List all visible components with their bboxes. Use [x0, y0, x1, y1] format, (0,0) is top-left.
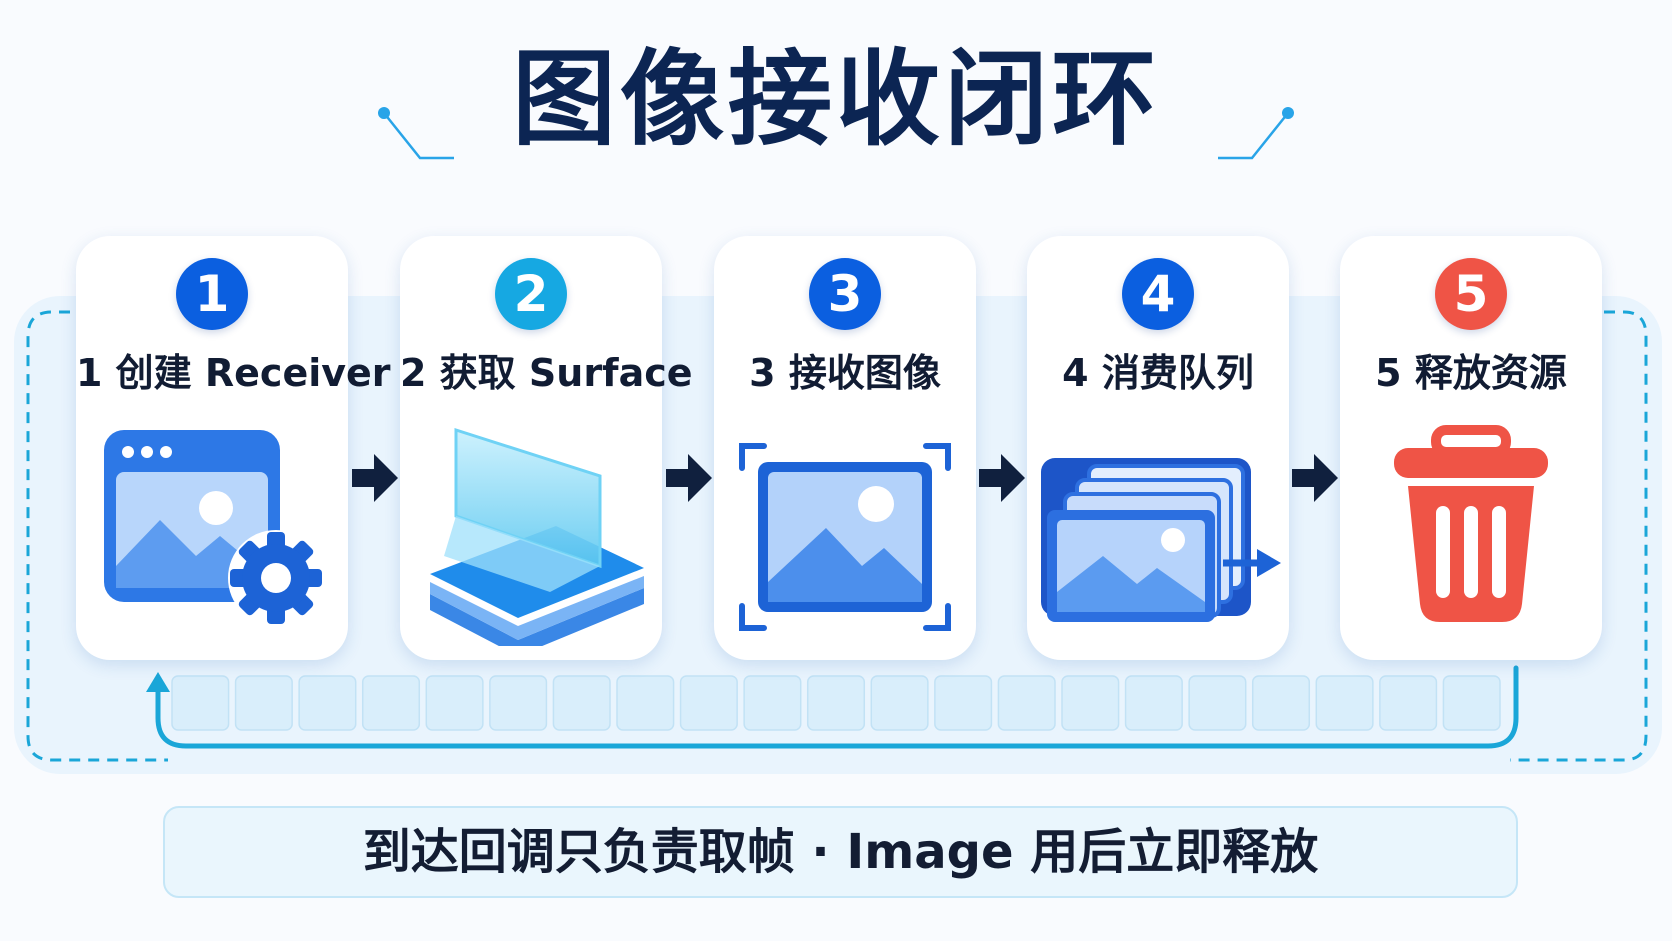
queue-track-cell	[234, 675, 293, 731]
queue-track-cell	[552, 675, 611, 731]
return-loop-arrow	[155, 665, 1519, 749]
summary-note: 到达回调只负责取帧 · Image 用后立即释放	[163, 806, 1518, 898]
image-window-gear-icon	[104, 430, 324, 626]
step-number-badge: 3	[809, 258, 881, 330]
step-card-release-resources: 5 5 释放资源	[1340, 236, 1602, 660]
step-label: 1 创建 Receiver	[76, 351, 391, 395]
queue-track-cell	[1124, 675, 1183, 731]
queue-track-cell	[679, 675, 738, 731]
queue-track-cell	[806, 675, 866, 731]
queue-track-cell	[997, 675, 1056, 731]
flow-arrow-1-2	[352, 454, 398, 502]
glass-surface-icon	[430, 427, 644, 646]
queue-track-cell	[743, 675, 802, 731]
flow-arrow-3-4	[979, 454, 1025, 502]
queue-track-cell	[1061, 675, 1120, 731]
title-right-ornament	[1218, 107, 1590, 160]
queue-track-cell	[934, 675, 993, 731]
flow-arrow-4-5	[1292, 454, 1338, 502]
queue-track-cell	[1442, 675, 1501, 731]
step-number-badge: 1	[176, 258, 248, 330]
step-card-consume-queue: 4 4 消费队列	[1027, 236, 1289, 660]
queue-track-cell	[1379, 675, 1438, 731]
queue-track-cell	[298, 675, 357, 731]
step-number-badge: 5	[1435, 258, 1507, 330]
title-left-ornament	[90, 107, 454, 160]
queue-track-cell	[1188, 675, 1247, 731]
step-label: 5 释放资源	[1375, 351, 1567, 395]
queue-track-cell	[1251, 675, 1311, 731]
flow-arrow-2-3	[666, 454, 712, 502]
page-title: 图像接收闭环	[511, 38, 1160, 160]
return-loop-arrowhead	[146, 672, 170, 692]
queue-track-cell	[361, 675, 421, 731]
trash-icon	[1394, 425, 1548, 622]
queue-track-cell	[870, 675, 929, 731]
step-card-receive-image: 3 3 接收图像	[714, 236, 976, 660]
step-label: 3 接收图像	[749, 351, 941, 395]
step-number-badge: 4	[1122, 258, 1194, 330]
step-card-get-surface: 2 2 获取 Surface	[400, 236, 693, 660]
image-queue-icon	[1041, 458, 1281, 622]
queue-track-cell	[171, 675, 230, 731]
queue-track-cell	[1315, 675, 1374, 731]
queue-track-cell	[616, 675, 675, 731]
queue-track-cell	[489, 675, 548, 731]
queue-track	[171, 675, 1501, 731]
queue-track-cell	[425, 675, 484, 731]
step-label: 4 消费队列	[1062, 351, 1254, 395]
step-card-create-receiver: 1 1 创建 Receiver	[76, 236, 391, 660]
step-number-badge: 2	[495, 258, 567, 330]
image-frame-icon	[739, 443, 951, 631]
step-label: 2 获取 Surface	[400, 351, 693, 395]
